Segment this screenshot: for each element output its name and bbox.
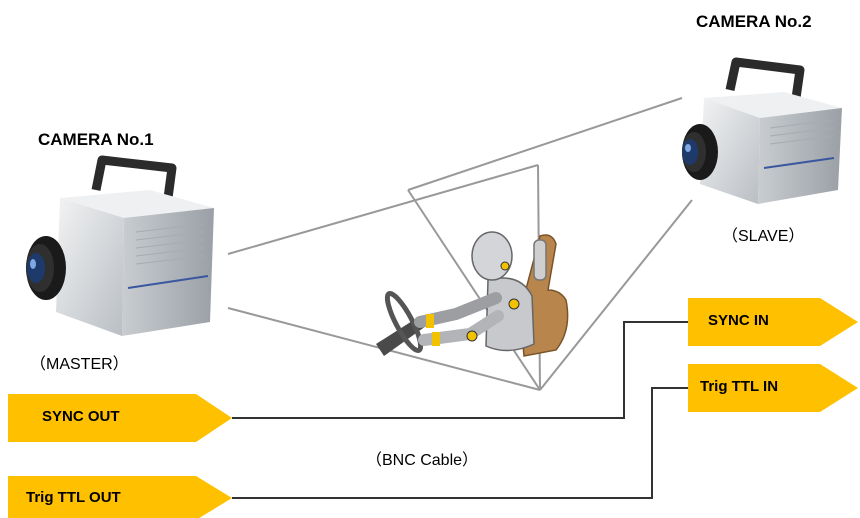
trig-out-label: Trig TTL OUT <box>26 489 121 506</box>
sync-in-label: SYNC IN <box>708 312 769 329</box>
camera2-icon <box>682 57 842 204</box>
camera2-role: （SLAVE） <box>722 228 805 245</box>
sync-out-label: SYNC OUT <box>42 408 120 425</box>
sync-out-tag <box>8 394 232 442</box>
sync-wire <box>232 321 688 419</box>
field-of-view-lines <box>227 97 693 391</box>
camera1-title: CAMERA No.1 <box>38 130 154 149</box>
camera2-view-lower <box>539 199 693 391</box>
cable-label: （BNC Cable） <box>366 452 479 469</box>
crash-test-dummy-icon <box>376 231 569 357</box>
trig-in-tag <box>688 364 858 412</box>
camera1-icon <box>26 155 214 336</box>
trig-out-tag <box>8 476 232 518</box>
connector-tags <box>8 298 858 518</box>
sync-in-tag <box>688 298 858 346</box>
camera2-view-upper <box>407 97 683 191</box>
camera2-title: CAMERA No.2 <box>696 12 812 31</box>
camera2-view-left <box>407 189 541 391</box>
trig-in-label: Trig TTL IN <box>700 378 779 395</box>
camera1-role: （MASTER） <box>30 356 129 373</box>
bnc-wires <box>232 321 688 499</box>
trig-wire <box>232 387 688 499</box>
camera1-view-upper <box>227 164 539 255</box>
